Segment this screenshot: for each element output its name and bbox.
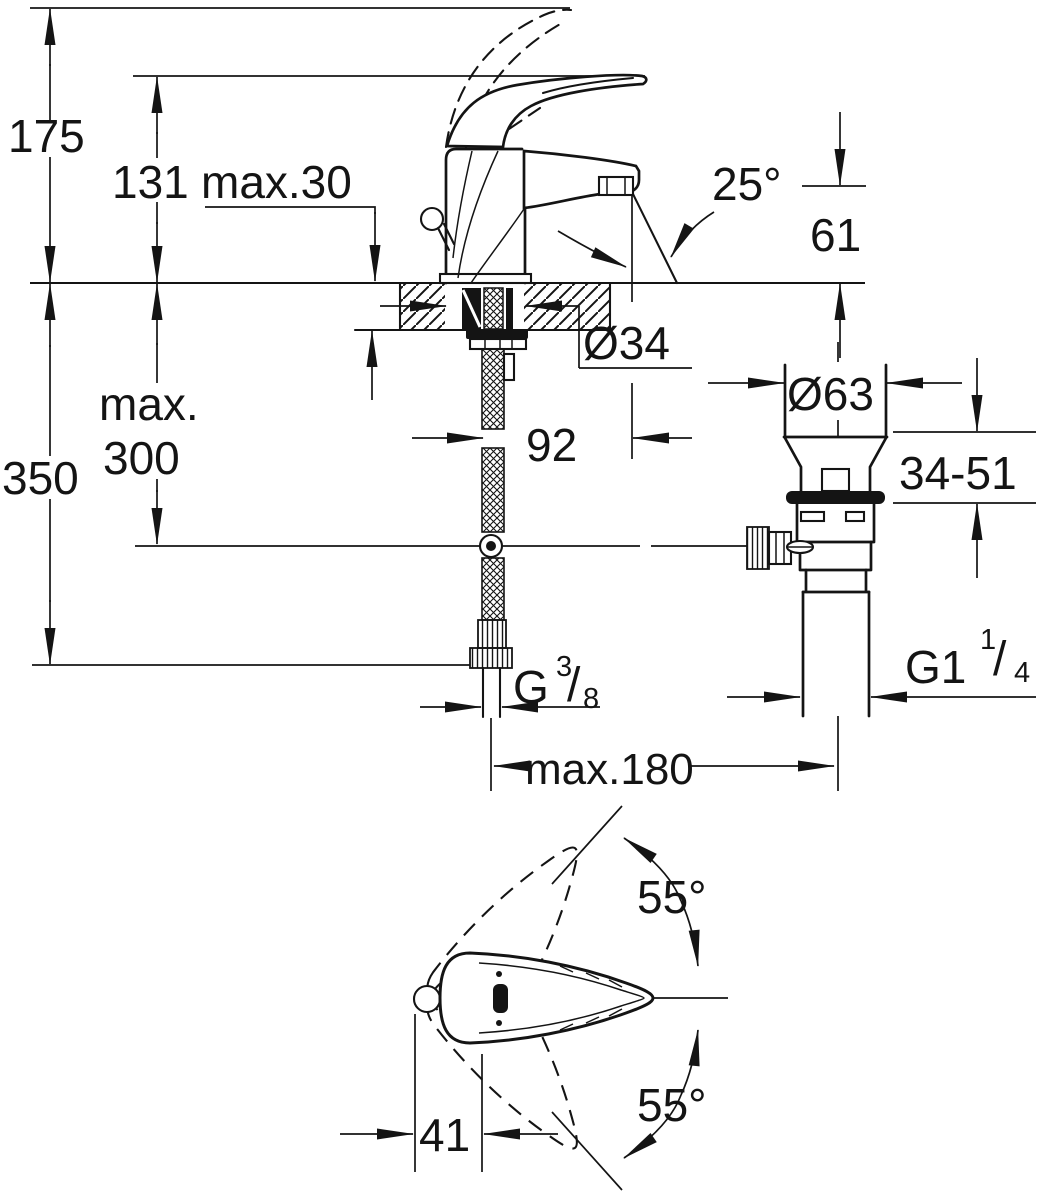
waste-flange	[786, 491, 885, 504]
hose-segment-1	[481, 348, 505, 430]
waste-thread-slash: /	[993, 633, 1007, 686]
dim-label-spout-reach: 92	[526, 419, 577, 471]
handle-top-view	[412, 821, 655, 1175]
waste-body-upper	[795, 502, 876, 544]
pop-up-knob-stem	[436, 222, 456, 252]
handle-lever	[445, 73, 648, 149]
dim-label-rod-drop-word: max.	[99, 378, 199, 430]
waste-taper	[783, 436, 888, 493]
base-plate	[438, 272, 533, 285]
handle-raised-dashed-inner	[464, 21, 564, 150]
hose-ferrule	[477, 619, 507, 649]
supply-thread-label: G 3 / 8	[513, 651, 599, 715]
handle-dot-top	[496, 971, 502, 977]
stream-angle-line	[630, 190, 679, 285]
handle-raised-dashed-outer	[444, 8, 573, 149]
dimension-lines	[30, 7, 1036, 1191]
dim-label-flange-diameter: Ø63	[787, 368, 874, 420]
handle-shading-ticks	[559, 965, 623, 1031]
mounting-nut	[468, 337, 528, 351]
supply-thread-numerator: 3	[556, 651, 572, 683]
handle-raised-dashed-edge	[507, 106, 542, 131]
dim-label-lever-offset: 41	[419, 1109, 470, 1161]
hose-in-shank	[483, 287, 504, 330]
faucet-side-view	[419, 8, 648, 285]
countertop-section	[353, 281, 612, 332]
waste-top-body	[783, 363, 888, 439]
dim-label-deck-thickness: max.30	[201, 156, 352, 208]
waste-slot-right	[844, 510, 866, 523]
waste-collar	[801, 568, 871, 594]
horseshoe-washer	[466, 329, 528, 339]
handle-dot-bottom	[496, 1020, 502, 1026]
handle-center-mark	[493, 984, 508, 1013]
aerator	[597, 175, 635, 197]
dim-label-supply-length: 350	[2, 452, 79, 504]
mounting-stud	[506, 288, 513, 329]
dim-label-swing-lower: 55°	[637, 1079, 707, 1131]
swing-angle-lines	[551, 805, 728, 1191]
faucet-body-outline	[444, 147, 524, 285]
pop-up-knob-top	[412, 984, 442, 1014]
dim-label-centers-distance: max.180	[525, 745, 694, 794]
dim-label-swing-upper: 55°	[637, 871, 707, 923]
waste-thread-numerator: 1	[980, 624, 996, 656]
angle-leader-arrow	[670, 211, 715, 258]
waste-tailpipe	[801, 590, 871, 718]
hose-segment-2	[481, 447, 505, 533]
dim-label-clamp-range: 34-51	[899, 447, 1017, 499]
mounting-hardware	[461, 287, 528, 351]
waste-thread-prefix: G1	[905, 641, 966, 693]
dimension-labels: 175 131 max.30 25° 61 Ø34 92 Ø63 max. 30…	[2, 110, 1030, 1161]
pop-up-knob	[419, 206, 445, 232]
spout	[522, 149, 641, 210]
counter-hatch-right	[524, 284, 610, 329]
supply-thread-denominator: 8	[583, 683, 599, 715]
hose-side-tab	[502, 352, 516, 382]
dim-label-spout-tip-height: 131	[112, 156, 189, 208]
supply-thread-prefix: G	[513, 661, 549, 713]
dim-label-rod-drop-value: 300	[103, 432, 180, 484]
counter-hatch-left	[401, 284, 445, 329]
hose-nut	[469, 647, 513, 669]
dim-label-overall-height: 175	[8, 110, 85, 162]
waste-tab	[820, 467, 851, 493]
waste-slot-left	[799, 510, 826, 523]
waste-thread-denominator: 4	[1014, 657, 1030, 689]
waste-thread-label: G1 1 / 4	[905, 624, 1030, 693]
dim-label-hole-diameter: Ø34	[583, 317, 670, 369]
aerator-detail	[606, 177, 626, 195]
supply-thread-slash: /	[567, 659, 581, 712]
handle-inner-line	[478, 962, 645, 1034]
angle-arc-arrow	[557, 230, 627, 268]
rod-ball-center	[486, 541, 496, 551]
body-sketch-lines	[452, 150, 525, 284]
hose-segment-3	[481, 557, 505, 621]
dim-label-stream-angle: 25°	[712, 158, 782, 210]
handle-lever-detail	[541, 76, 635, 95]
supply-thread-tail	[481, 666, 502, 719]
dim-label-outlet-height: 61	[810, 209, 861, 261]
supply-hose	[469, 348, 516, 719]
rod-adjuster-knob	[746, 526, 770, 570]
handle-solid-outline	[438, 951, 655, 1045]
pop-up-waste	[746, 363, 889, 718]
